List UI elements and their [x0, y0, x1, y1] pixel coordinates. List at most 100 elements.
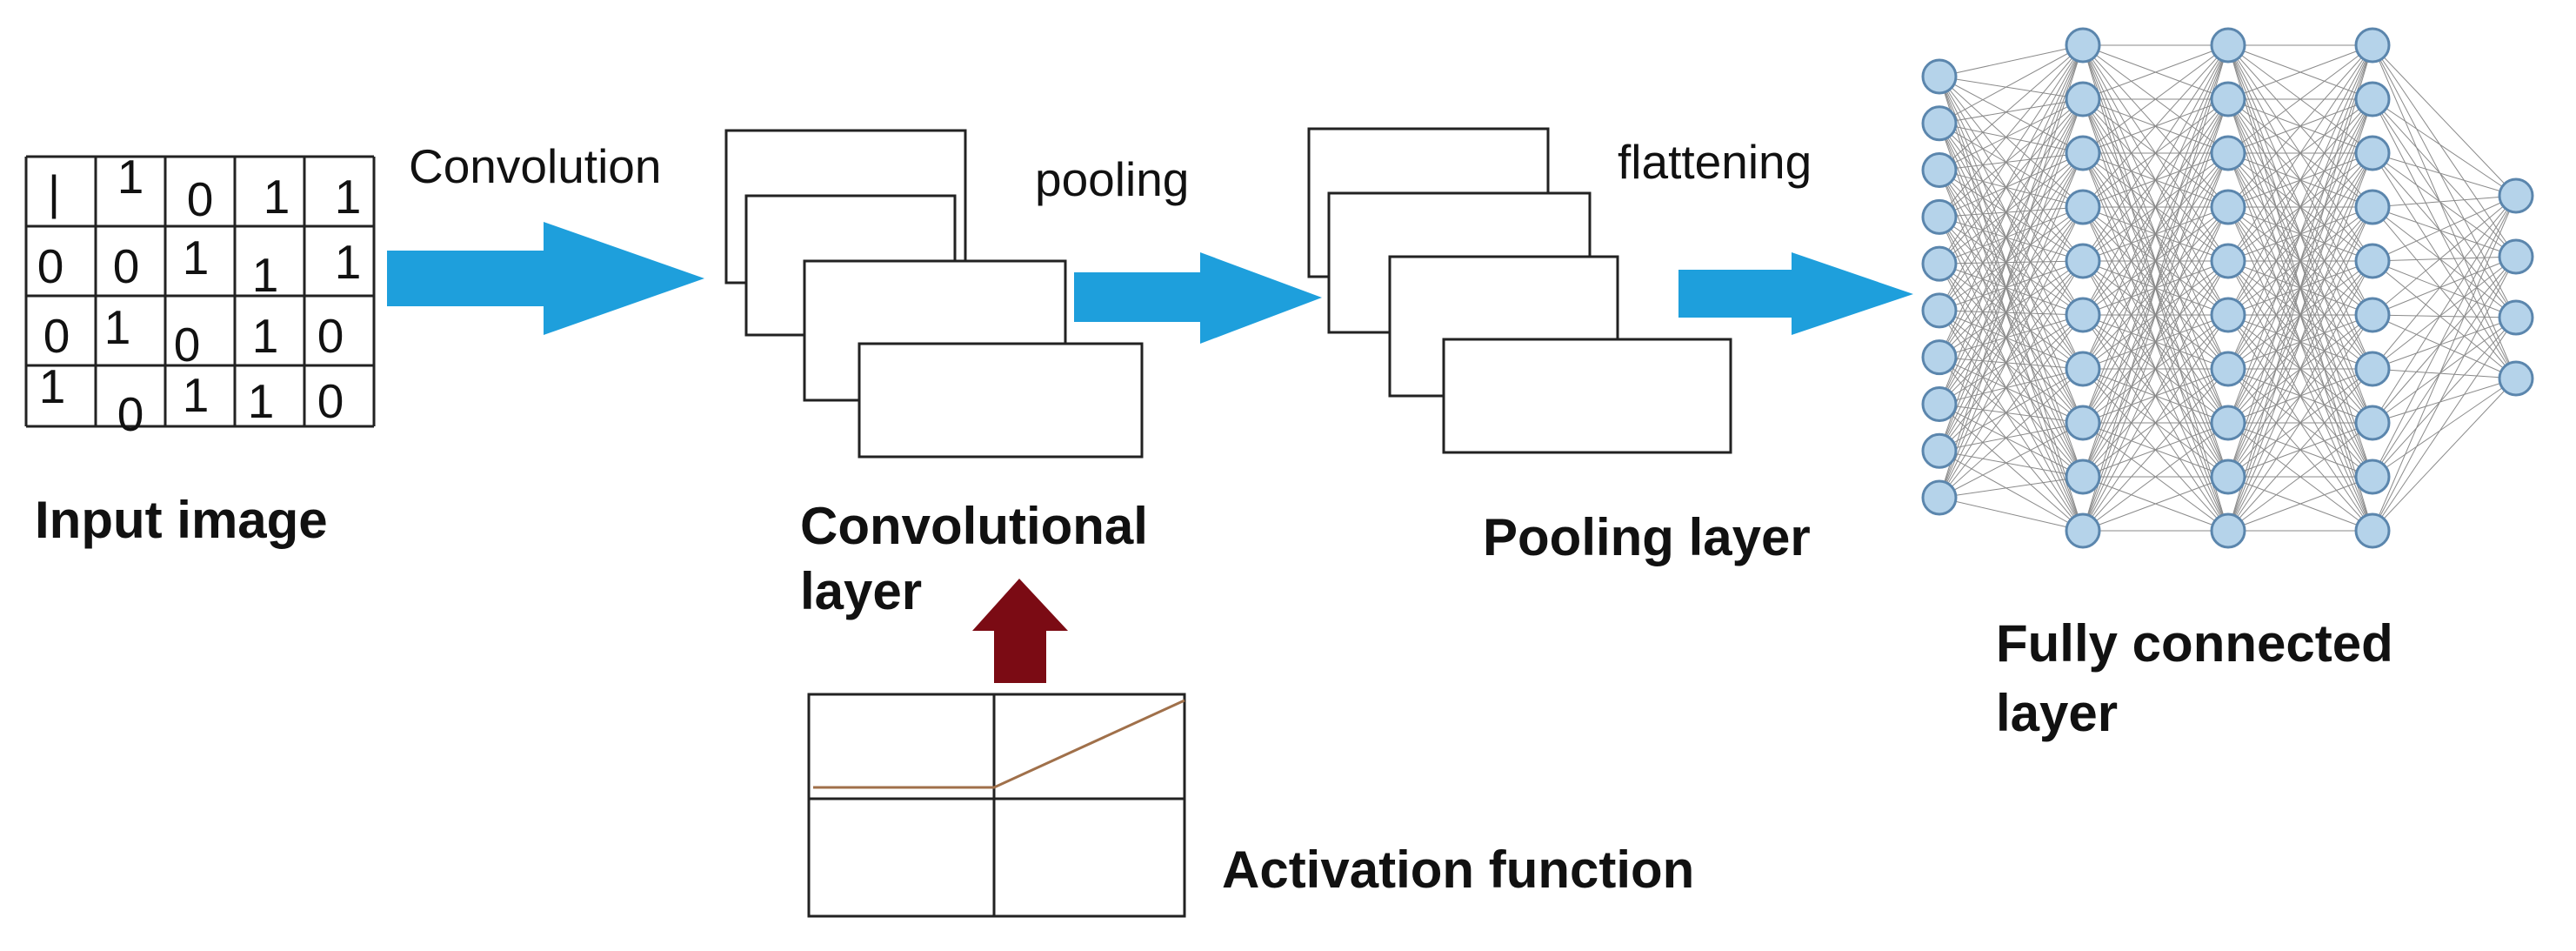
- fc-edge: [1939, 123, 2084, 532]
- fc-edge: [1939, 206, 2084, 499]
- fc-neuron: [2498, 299, 2534, 336]
- fc-edge: [1939, 76, 2084, 370]
- fc-edge: [1939, 260, 2084, 265]
- fc-edge: [1939, 217, 2084, 478]
- fc-neuron: [2354, 243, 2391, 279]
- fc-edge: [1939, 368, 2084, 452]
- fc-edge: [2372, 152, 2517, 258]
- fc-edge: [2227, 422, 2373, 532]
- flattening-label: flattening: [1618, 135, 1812, 189]
- fc-edge: [1939, 152, 2084, 171]
- input-cell-value: |: [48, 165, 60, 219]
- pooling-arrow: [1074, 252, 1322, 344]
- input-image-label: Input image: [35, 491, 328, 549]
- fc-neuron: [2065, 81, 2101, 117]
- fc-edge: [2372, 98, 2517, 258]
- fc-edge: [1939, 310, 2084, 532]
- fc-edge: [2372, 317, 2517, 532]
- fc-edge: [1939, 217, 2084, 424]
- input-cell-value: 0: [43, 309, 70, 363]
- fc-edge: [1939, 403, 2084, 478]
- fc-edge: [1939, 310, 2084, 316]
- fc-edge: [1939, 98, 2084, 405]
- fc-edge: [2372, 368, 2517, 379]
- fc-neuron: [2065, 351, 2101, 387]
- fully-connected-edges: [1939, 44, 2517, 532]
- fc-edge: [1939, 206, 2084, 311]
- fc-edge: [2372, 195, 2517, 424]
- fc-edge: [1939, 44, 2084, 171]
- fc-neuron: [1921, 432, 1958, 469]
- fc-neuron: [1921, 245, 1958, 282]
- fc-neuron: [2210, 189, 2246, 225]
- fc-edge: [2372, 378, 2517, 478]
- fc-edge: [2372, 378, 2517, 424]
- fc-edge: [2372, 260, 2517, 379]
- fc-edge: [1939, 497, 2084, 532]
- fc-edge: [1939, 123, 2084, 478]
- fc-edge: [1939, 76, 2084, 262]
- fc-edge: [2227, 44, 2373, 532]
- fc-edge: [2372, 317, 2517, 424]
- convolutional-layer-label-1: Convolutional: [800, 497, 1148, 555]
- fc-neuron: [1921, 479, 1958, 516]
- fc-edge: [2082, 44, 2229, 208]
- fc-edge: [2227, 314, 2373, 532]
- fc-edge: [1939, 44, 2084, 77]
- fully-connected-label-2: layer: [1996, 684, 2118, 742]
- input-cell-value: 1: [335, 170, 362, 224]
- fc-edge: [1939, 44, 2084, 311]
- fc-neuron: [2210, 135, 2246, 171]
- fc-edge: [1939, 206, 2084, 218]
- fc-edge: [2227, 476, 2373, 532]
- fc-edge: [2372, 195, 2517, 262]
- input-cell-value: 1: [183, 368, 210, 422]
- fc-edge: [2227, 368, 2373, 532]
- fc-edge: [1939, 263, 2084, 370]
- fc-neuron: [2354, 512, 2391, 549]
- fc-edge: [2372, 152, 2517, 197]
- input-cell-value: 0: [317, 309, 344, 363]
- fc-edge: [1939, 357, 2084, 370]
- fc-edge: [1939, 98, 2084, 265]
- fc-edge: [1939, 98, 2084, 311]
- fc-edge: [2372, 314, 2517, 318]
- relu-curve: [813, 699, 1185, 789]
- fc-edge: [1939, 170, 2084, 208]
- fc-edge: [2372, 256, 2517, 316]
- fc-edge: [1939, 450, 2084, 478]
- fc-edge: [1939, 310, 2084, 424]
- fc-edge: [1939, 76, 2084, 478]
- fc-edge: [2082, 98, 2229, 532]
- fc-edge: [2372, 195, 2517, 316]
- activation-arrow: [972, 579, 1068, 683]
- fc-neuron: [2354, 459, 2391, 495]
- fc-edge: [1939, 260, 2084, 311]
- fc-edge: [1939, 422, 2084, 499]
- fc-neuron: [2210, 243, 2246, 279]
- fc-edge: [1939, 368, 2084, 405]
- input-cell-value: 1: [183, 231, 210, 285]
- fc-edge: [1939, 368, 2084, 499]
- fc-edge: [2372, 195, 2517, 370]
- fc-edge: [2372, 44, 2517, 197]
- input-cell-value: 1: [39, 359, 66, 413]
- fc-neuron: [2210, 405, 2246, 441]
- fully-connected-neurons: [1921, 27, 2534, 549]
- fc-edge: [1939, 310, 2084, 478]
- input-cell-value: 1: [104, 300, 131, 354]
- fc-edge: [2227, 44, 2373, 208]
- fc-edge: [2227, 206, 2373, 532]
- fc-edge: [1939, 216, 2084, 316]
- fc-edge: [2372, 378, 2517, 532]
- fc-edge: [1939, 98, 2084, 124]
- input-cell-value: 1: [252, 248, 279, 302]
- fc-edge: [2227, 152, 2373, 532]
- fc-edge: [2227, 98, 2373, 532]
- fc-edge: [1939, 170, 2084, 316]
- fc-edge: [1939, 357, 2084, 532]
- fc-edge: [2082, 314, 2229, 532]
- fc-edge: [2227, 44, 2373, 154]
- fc-edge: [1939, 404, 2084, 532]
